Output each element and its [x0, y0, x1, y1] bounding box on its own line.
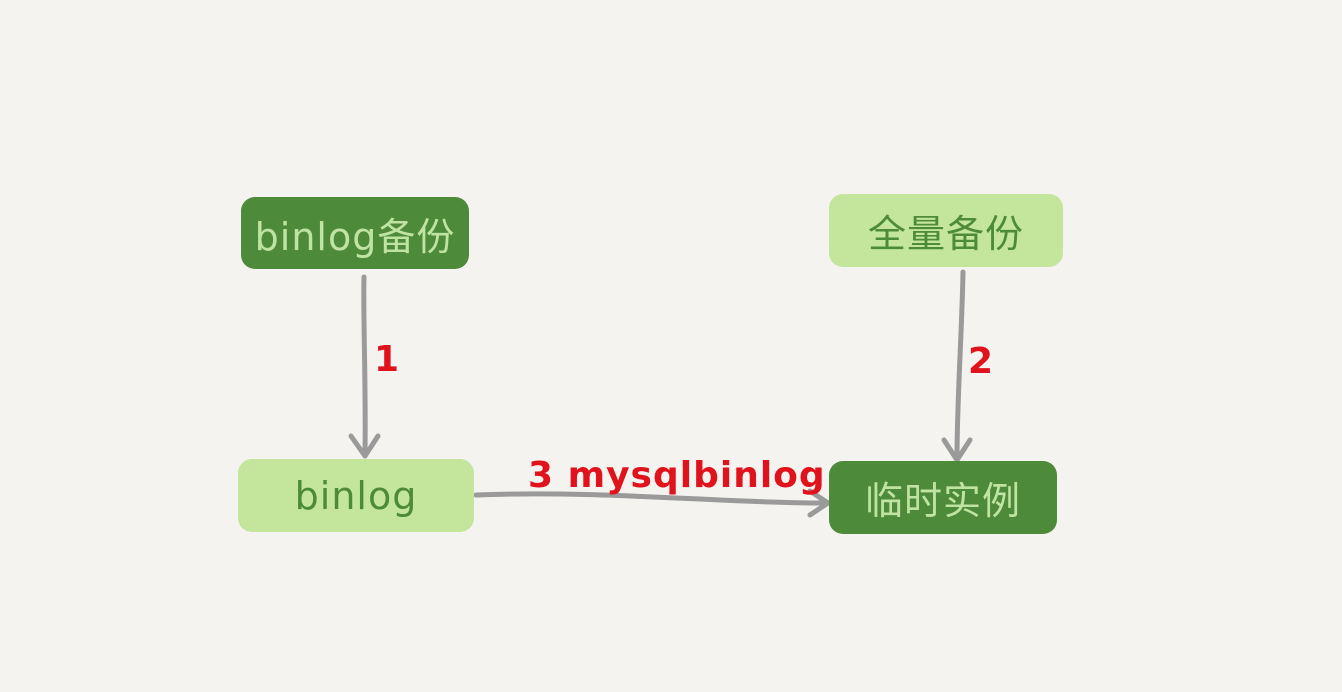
node-full-backup: 全量备份 — [829, 194, 1063, 267]
edge-label-2: 2 — [968, 341, 994, 382]
node-binlog-label: binlog — [294, 473, 418, 518]
node-full-backup-label: 全量备份 — [867, 212, 1024, 256]
node-temp-instance: 临时实例 — [829, 461, 1057, 534]
node-temp-instance-label: 临时实例 — [864, 479, 1021, 523]
node-binlog: binlog — [238, 459, 474, 532]
edge-label-3: 3 mysqlbinlog — [528, 455, 826, 496]
arrow-1 — [348, 274, 381, 459]
edge-label-1: 1 — [374, 339, 400, 380]
arrow-2 — [941, 269, 973, 463]
node-binlog-backup-label: binlog备份 — [254, 214, 456, 259]
node-binlog-backup: binlog备份 — [241, 197, 469, 269]
arrow-3 — [473, 488, 831, 518]
